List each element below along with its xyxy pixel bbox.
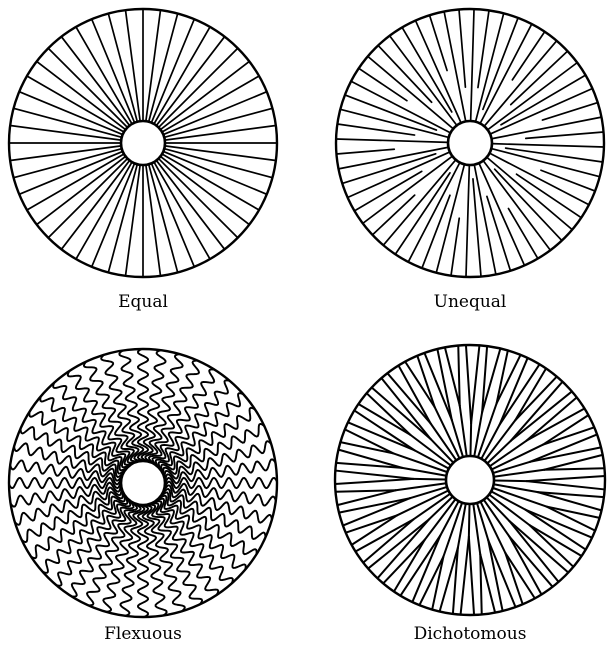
gill-stem-line xyxy=(410,487,447,498)
gill-line xyxy=(61,37,129,126)
gill-line xyxy=(474,165,496,275)
short-gill-line xyxy=(512,32,544,80)
short-gill-line xyxy=(511,51,568,104)
gill-line xyxy=(416,21,462,123)
gill-line xyxy=(37,61,126,129)
short-gill-line xyxy=(359,68,407,100)
gill-fork-line xyxy=(547,507,596,531)
gill-line xyxy=(48,159,127,238)
gill-fork-line xyxy=(461,537,469,615)
panel-unequal-gills xyxy=(336,9,604,277)
gill-fork-line xyxy=(367,393,411,435)
gill-line xyxy=(339,147,449,169)
gill-line xyxy=(466,165,469,277)
gill-fork-line xyxy=(527,397,577,440)
gill-fork-line xyxy=(339,498,410,512)
gill-fork-line xyxy=(469,537,474,615)
panel-dichotomous-gills xyxy=(335,345,605,615)
gill-fork-line xyxy=(530,447,601,461)
short-gill-line xyxy=(542,103,597,121)
stipe-circle xyxy=(121,461,165,505)
gill-fork-line xyxy=(437,349,451,420)
short-gill-line xyxy=(451,218,459,275)
stipe-circle xyxy=(448,121,492,165)
gill-fork-line xyxy=(505,553,522,604)
short-gill-line xyxy=(495,169,562,240)
gill-stem-line xyxy=(494,480,527,481)
short-gill-line xyxy=(430,15,448,70)
stipe-circle xyxy=(446,456,494,504)
gill-stem-line xyxy=(470,423,471,456)
gill-fork-line xyxy=(346,515,397,532)
stipe-circle xyxy=(121,121,165,165)
gill-line xyxy=(487,157,572,229)
gill-line xyxy=(156,37,224,126)
short-gill-line xyxy=(395,173,450,254)
gill-fork-line xyxy=(543,427,594,444)
gill-stem-line xyxy=(413,479,446,480)
gill-line xyxy=(159,159,238,238)
short-gill-line xyxy=(345,95,436,130)
gill-line xyxy=(390,36,457,126)
panel-equal-gills xyxy=(9,9,277,277)
gill-line xyxy=(471,9,474,121)
gill-fork-line xyxy=(387,373,430,423)
gill-fork-line xyxy=(509,537,552,587)
gill-fork-line xyxy=(419,557,443,606)
short-gill-line xyxy=(526,132,604,138)
short-gill-line xyxy=(422,195,450,268)
gill-line xyxy=(490,89,592,135)
gill-fork-line xyxy=(530,525,574,567)
short-gill-line xyxy=(506,148,603,162)
caption-flexuous: Flexuous xyxy=(43,624,243,644)
gill-line xyxy=(479,163,525,265)
caption-equal: Equal xyxy=(43,292,243,312)
gill-fork-line xyxy=(488,540,502,611)
gill-fork-line xyxy=(471,345,479,423)
gill-stem-line xyxy=(493,462,530,473)
gill-fork-line xyxy=(335,471,413,479)
gill-fork-line xyxy=(527,476,605,481)
gill-line xyxy=(61,160,129,249)
gill-line xyxy=(48,48,127,127)
gill-fork-line xyxy=(363,519,413,562)
gill-line xyxy=(492,144,604,147)
gill-line xyxy=(488,63,578,130)
gill-fork-line xyxy=(335,479,413,484)
gill-line xyxy=(156,160,224,249)
gill-fork-line xyxy=(497,355,521,404)
short-gill-line xyxy=(508,209,537,259)
gill-line xyxy=(37,156,126,224)
gill-line xyxy=(336,139,448,142)
short-gill-line xyxy=(378,45,431,102)
short-gill-line xyxy=(336,149,394,154)
gill-stem-line xyxy=(469,504,470,537)
gill-fork-line xyxy=(515,377,557,421)
caption-dichotomous: Dichotomous xyxy=(370,624,570,644)
gill-line xyxy=(348,152,450,198)
gill-fork-line xyxy=(345,429,394,453)
gill-stem-line xyxy=(477,503,488,540)
gill-stem-line xyxy=(452,420,463,457)
gill-fork-line xyxy=(527,481,605,489)
short-gill-line xyxy=(402,27,452,112)
short-gill-line xyxy=(501,75,586,125)
short-gill-line xyxy=(459,9,465,87)
gill-fork-line xyxy=(383,540,425,584)
gill-line xyxy=(159,48,238,127)
gill-line xyxy=(160,61,249,129)
gill-line xyxy=(160,156,249,224)
caption-unequal: Unequal xyxy=(370,292,570,312)
short-gill-line xyxy=(483,18,518,109)
gill-fork-line xyxy=(417,356,434,407)
panel-flexuous-gills xyxy=(9,349,277,617)
gill-fork-line xyxy=(466,345,471,423)
